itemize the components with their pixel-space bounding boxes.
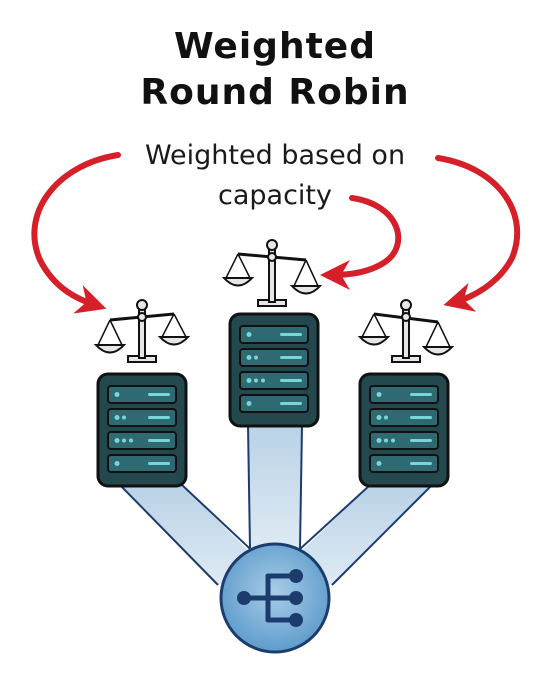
- beam-center-edge: [247, 424, 251, 549]
- title-line-1: Weighted: [174, 26, 376, 67]
- server-rack-icon: [228, 312, 320, 428]
- curved-arrow-icon: [320, 195, 402, 290]
- beam-right-edge: [331, 484, 433, 586]
- beam-center: [248, 425, 302, 550]
- server-rack-icon: [96, 372, 188, 488]
- beam-right: [282, 485, 432, 585]
- curved-arrow-icon: [435, 155, 520, 312]
- title-line-2: Round Robin: [140, 72, 410, 113]
- balance-scale-icon: [357, 299, 455, 363]
- server-slots: [239, 325, 309, 413]
- connection-beams: [119, 424, 433, 586]
- balance-scale-icon: [93, 299, 191, 363]
- curved-arrow-icon: [31, 152, 121, 314]
- annotation-line-1: Weighted based on: [144, 140, 406, 171]
- server-slots: [369, 385, 439, 473]
- balance-scale-icon: [221, 239, 323, 307]
- arrows: [31, 152, 520, 314]
- beam-left-edge: [181, 484, 263, 561]
- load-balancer-icon: [219, 542, 331, 654]
- annotation-line-2: capacity: [218, 180, 332, 211]
- beam-left-edge: [119, 484, 219, 586]
- server-slots: [107, 385, 177, 473]
- beam-right-edge: [287, 484, 371, 561]
- server-rack-icon: [358, 372, 450, 488]
- beam-left: [120, 485, 268, 585]
- beam-center-edge: [299, 424, 303, 549]
